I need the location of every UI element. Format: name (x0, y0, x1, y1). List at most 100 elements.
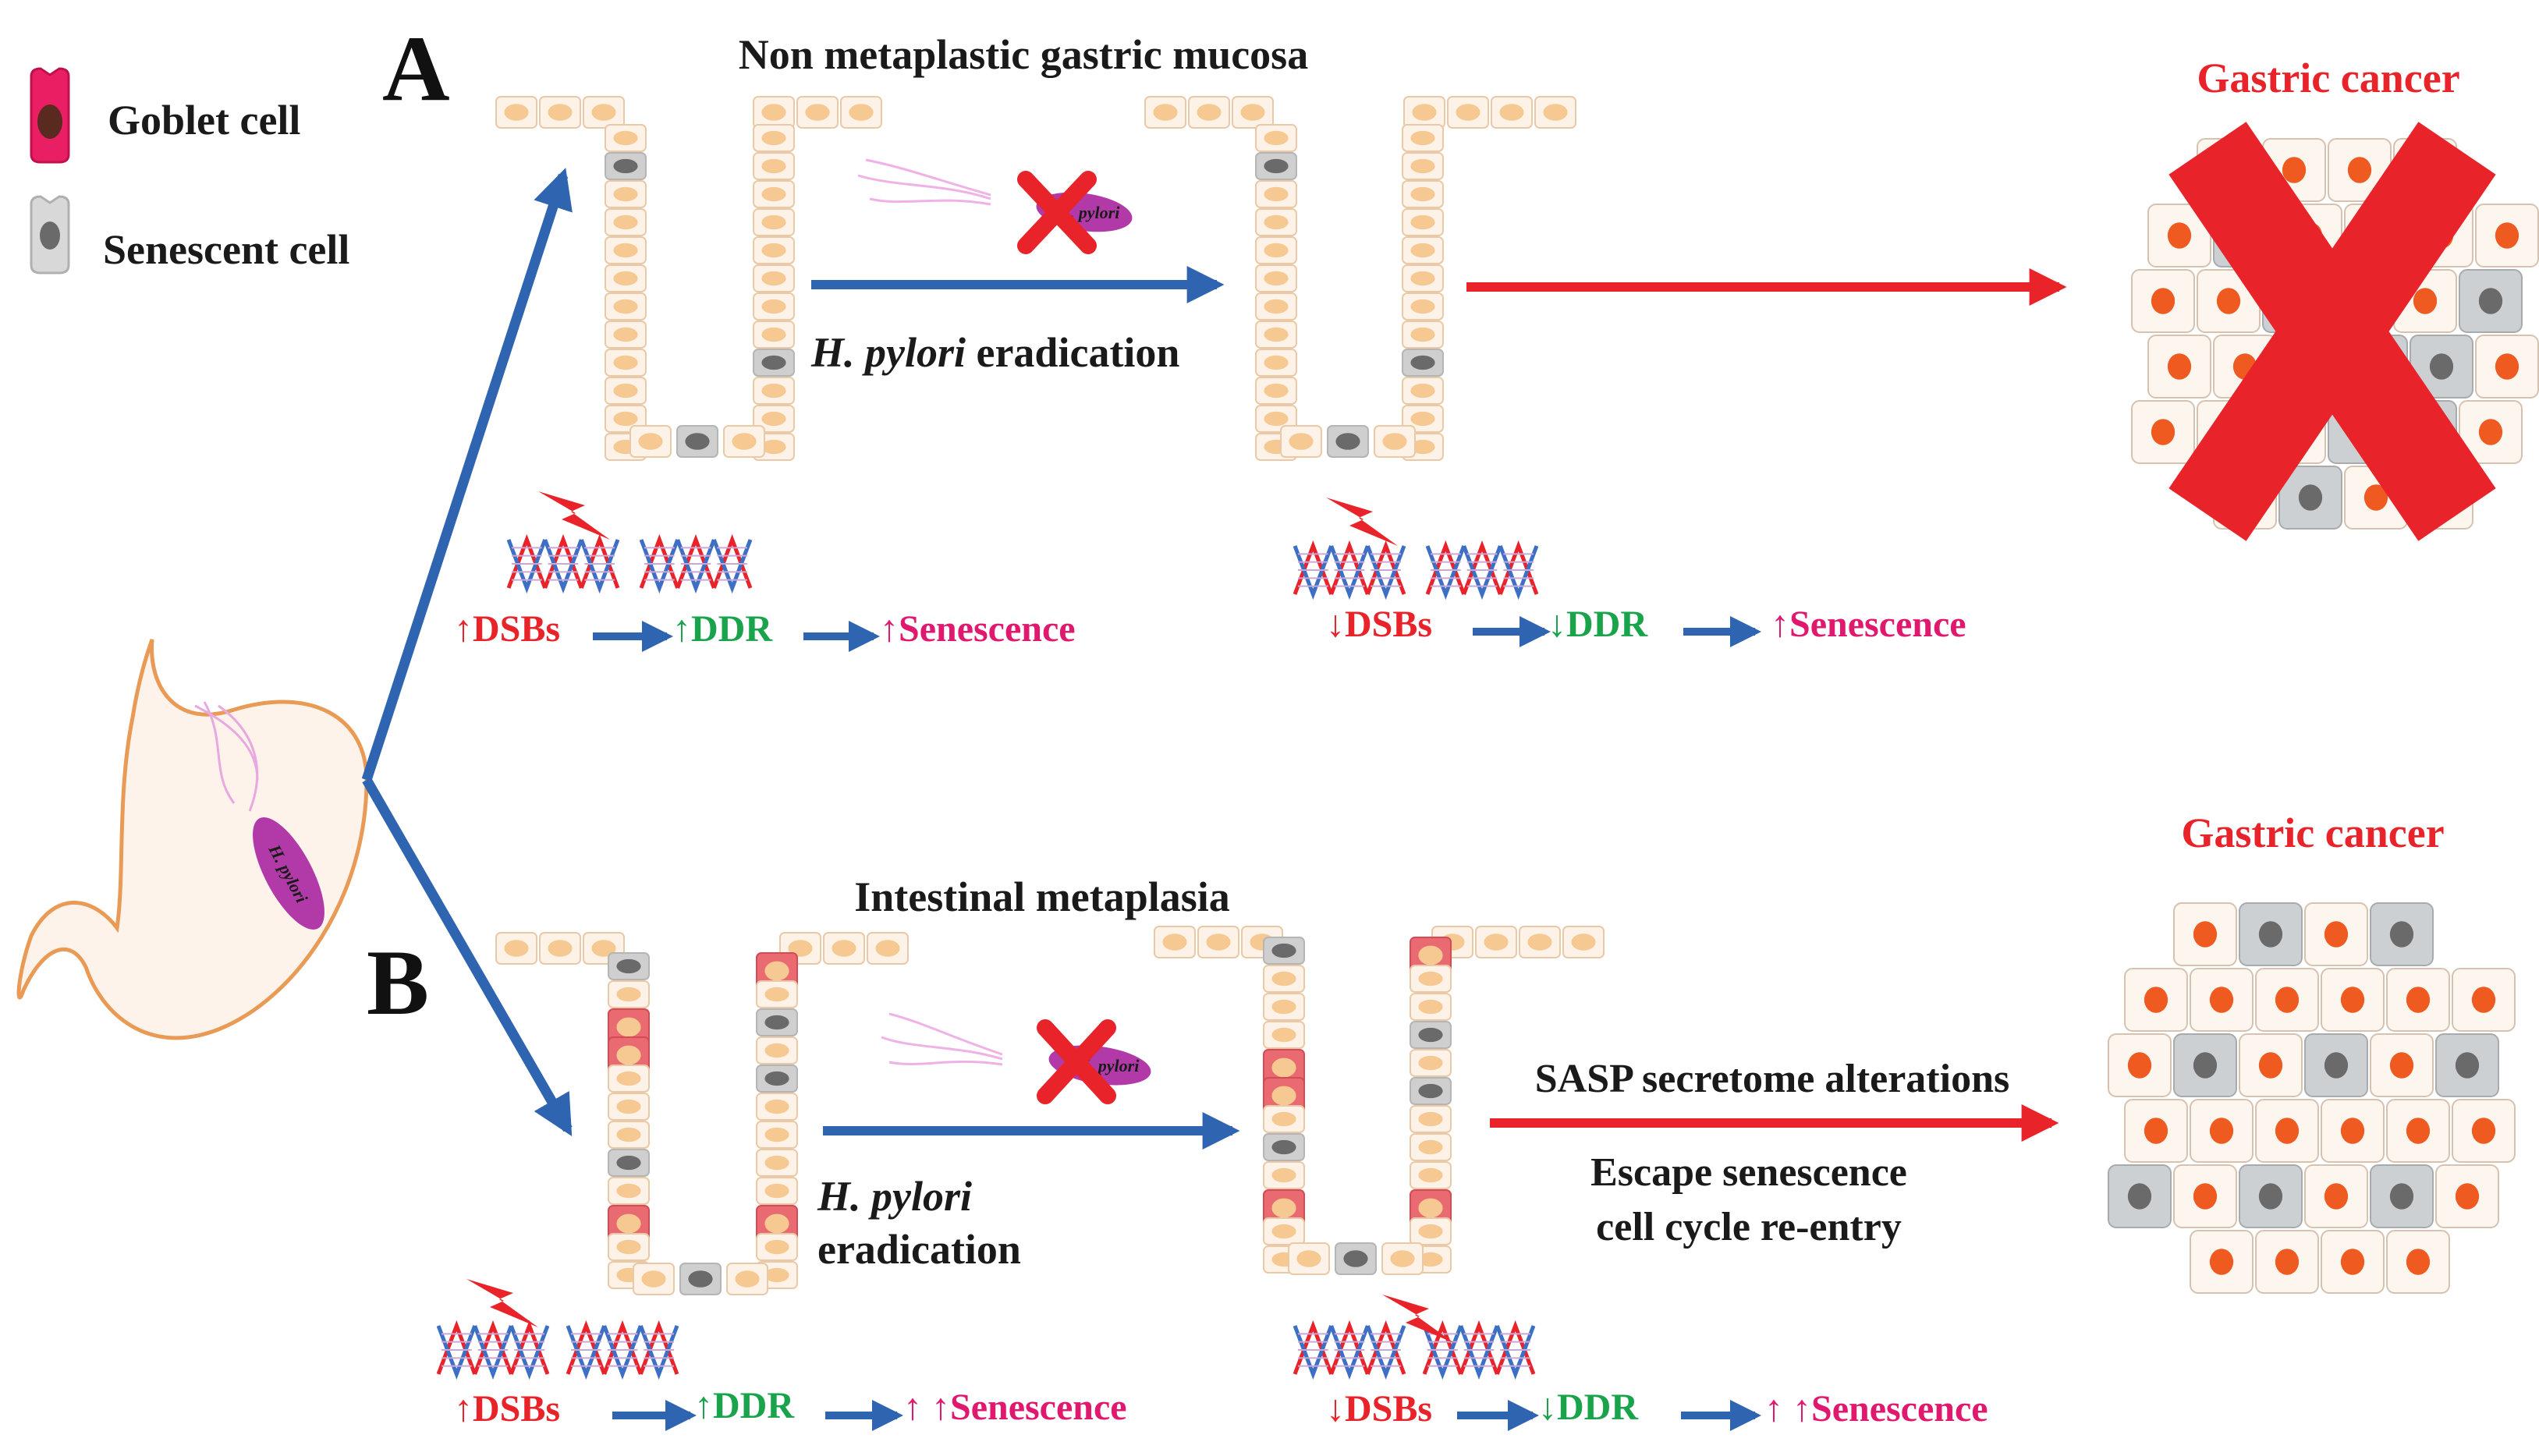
panel-a-gland-left (495, 96, 882, 461)
dna-helix-icon (1293, 1320, 1406, 1380)
glands-layer (495, 96, 1605, 1295)
tumor-cell (2386, 1230, 2450, 1294)
tumor-cell (2304, 1164, 2368, 1228)
panel-b-sasp-label: SASP secretome alterations (1535, 1057, 2009, 1101)
panel-b-bacterium: H. pylori (881, 1012, 1151, 1104)
tumor-cell (2255, 1099, 2319, 1163)
panel-b-eradication-text: eradication (817, 1226, 1021, 1273)
tumor-cell (2190, 1099, 2254, 1163)
dna-helix-icon (1422, 1320, 1536, 1380)
tumor-cell (2131, 400, 2195, 464)
panel-b-cross-icon (1037, 1019, 1116, 1104)
tumor-senescent-cell (2278, 466, 2342, 530)
panel-a-pre-senescence: ↑Senescence (880, 608, 1076, 650)
dna-helix-icon (1293, 540, 1406, 600)
tumor-cell (2190, 1230, 2254, 1294)
panel-b-letter: B (367, 930, 429, 1034)
tumor-cell (2124, 968, 2188, 1032)
tumor-cell (2459, 400, 2523, 464)
panel-b-eradication-italic: H. pylori (817, 1173, 972, 1220)
dna-helix-icon (1425, 540, 1539, 600)
dna-helix-icon (639, 533, 753, 594)
tumor-senescent-cell (2370, 902, 2434, 966)
panel-b-pre-ddr: ↑DDR (694, 1385, 795, 1426)
tumor-cell (2131, 269, 2195, 333)
legend-senescent-label: Senescent cell (103, 226, 349, 273)
dna-damage-layer (436, 491, 1539, 1380)
tumor-senescent-cell (2435, 1033, 2499, 1097)
panel-b-title: Intestinal metaplasia (854, 873, 1230, 920)
tumor-senescent-cell (2304, 1033, 2368, 1097)
panel-a-letter: A (382, 16, 450, 120)
tumor-cell (2147, 204, 2211, 267)
tumor-cell (2197, 269, 2261, 333)
panel-a-bacterium: H. pylori (857, 158, 1133, 254)
panel-a-pre-ddr: ↑DDR (672, 608, 773, 650)
tumor-cell (2304, 902, 2368, 966)
panel-a-pre-dsb: ↑DSBs (454, 608, 560, 650)
panel-b-pre-dsb: ↑DSBs (454, 1388, 560, 1429)
panel-b-tumor-cluster (2108, 902, 2516, 1294)
tumor-cell (2370, 1033, 2434, 1097)
panel-a-eradication-label: H. pylori eradication (810, 329, 1179, 376)
arrow-to-panel-a (361, 168, 573, 782)
legend: Goblet cell Senescent cell (30, 67, 349, 275)
tumor-cell (2475, 204, 2539, 267)
tumor-senescent-cell (2410, 335, 2473, 399)
tumor-cell (2108, 1033, 2172, 1097)
tumor-cell (2452, 968, 2516, 1032)
tumor-cell (2173, 1164, 2237, 1228)
tumor-cell (2321, 968, 2385, 1032)
panel-a-post-ddr: ↓DDR (1548, 604, 1648, 645)
tumor-senescent-cell (2239, 902, 2303, 966)
tumor-cell (2124, 1099, 2188, 1163)
dna-helix-icon (436, 1320, 550, 1380)
panel-b-escape-line-2: cell cycle re-entry (1596, 1205, 1902, 1249)
panel-a-title: Non metaplastic gastric mucosa (739, 31, 1308, 78)
panel-b-post-dsb: ↓DSBs (1326, 1388, 1432, 1429)
panel-b-gland-left (495, 932, 909, 1295)
panel-a-big-cross-icon (2168, 122, 2496, 541)
panel-a-post-senescence: ↑Senescence (1771, 604, 1966, 645)
tumor-cell (2173, 902, 2237, 966)
lightning-icon (538, 491, 610, 540)
tumor-cell (2321, 1099, 2385, 1163)
lightning-icon (466, 1279, 538, 1327)
tumor-senescent-cell (2459, 269, 2523, 333)
panel-b-pre-senescence: ↑ ↑Senescence (903, 1387, 1127, 1428)
tumor-senescent-cell (2173, 1033, 2237, 1097)
tumor-cell (2386, 968, 2450, 1032)
panel-a-outcome-label: Gastric cancer (2197, 55, 2459, 101)
tumor-cell (2475, 335, 2539, 399)
panel-b-gland-right (1154, 926, 1605, 1275)
panel-b-post-senescence: ↑ ↑Senescence (1764, 1388, 1988, 1429)
tumor-cell (2190, 968, 2254, 1032)
stomach-illustration: H. pylori (16, 639, 369, 1040)
panel-a-cross-icon (1017, 171, 1097, 254)
panel-b-post-ddr: ↓DDR (1538, 1387, 1639, 1428)
tumor-cell (2386, 1099, 2450, 1163)
panel-a-post-dsb: ↓DSBs (1326, 604, 1432, 645)
tumor-cell (2452, 1099, 2516, 1163)
tumor-cell (2435, 1164, 2499, 1228)
tumor-senescent-cell (2108, 1164, 2172, 1228)
arrow-to-panel-b (362, 777, 573, 1137)
dna-helix-icon (566, 1320, 679, 1380)
tumor-senescent-cell (2239, 1164, 2303, 1228)
lightning-icon (1382, 1295, 1454, 1343)
senescent-cell-icon (30, 195, 70, 275)
tumor-cell (2321, 1230, 2385, 1294)
tumor-senescent-cell (2370, 1164, 2434, 1228)
panel-b-outcome-label: Gastric cancer (2181, 809, 2444, 856)
dna-helix-icon (506, 533, 620, 594)
tumor-cell (2147, 335, 2211, 399)
lightning-icon (1326, 498, 1398, 546)
tumor-cell (2255, 1230, 2319, 1294)
panel-b-escape-line-1: Escape senescence (1590, 1150, 1907, 1195)
legend-goblet-label: Goblet cell (108, 97, 300, 143)
tumor-cell (2255, 968, 2319, 1032)
tumor-cell (2239, 1033, 2303, 1097)
goblet-cell-icon (30, 67, 70, 164)
